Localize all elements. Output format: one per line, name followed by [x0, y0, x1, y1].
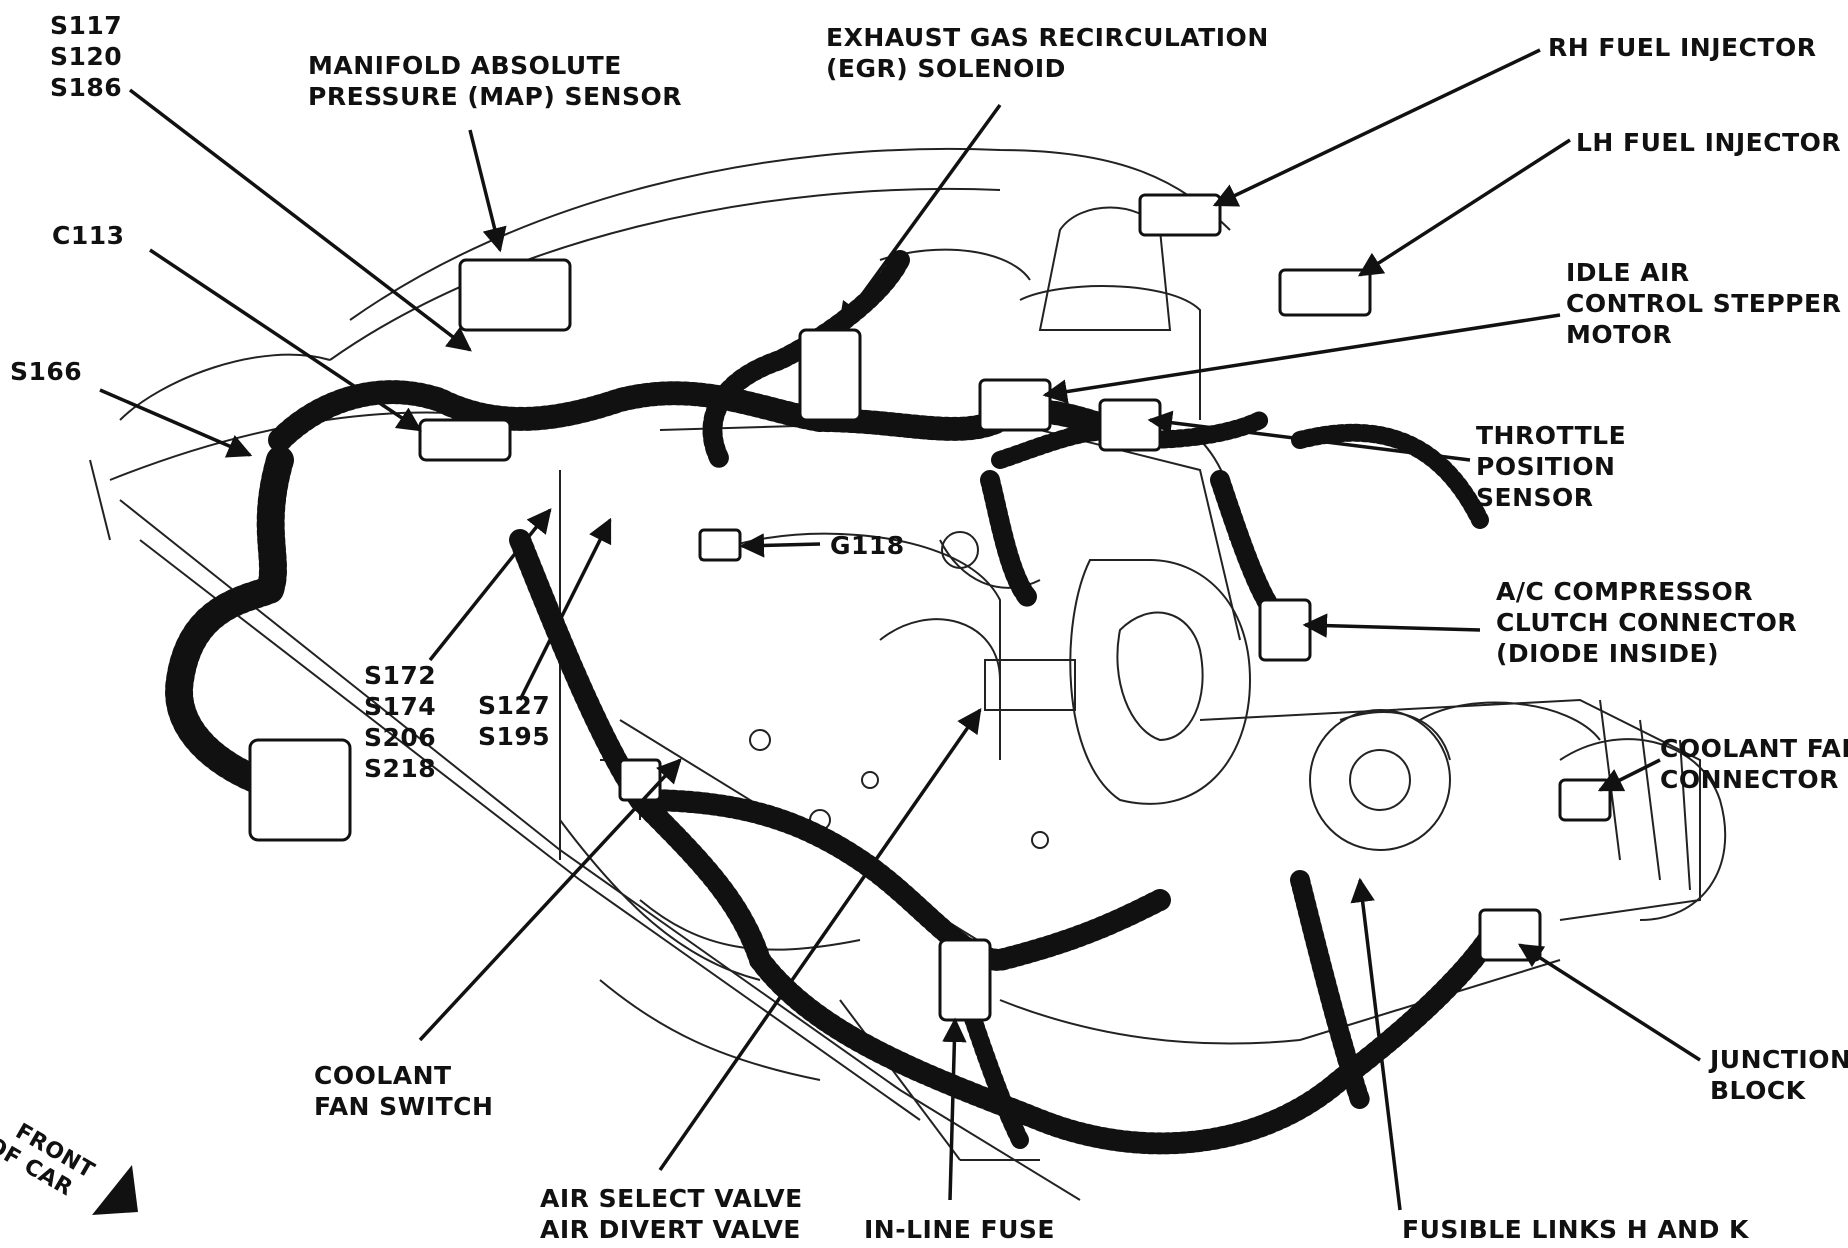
arrow-g118: [739, 533, 821, 558]
fusible-links-label: FUSIBLE LINKS H AND K: [1402, 1215, 1749, 1244]
coolant-fan-connector-label: COOLANT FAN CONNECTOR: [1660, 734, 1848, 794]
leader-lines: [99, 48, 1701, 1211]
g118-label: G118: [830, 531, 905, 560]
large-connector: [248, 738, 352, 842]
c113-label: C113: [52, 221, 125, 250]
iac-label: IDLE AIR CONTROL STEPPER MOTOR: [1566, 258, 1842, 349]
arrow-fusible-links: [1350, 877, 1402, 1211]
map-sensor-label: MANIFOLD ABSOLUTE PRESSURE (MAP) SENSOR: [308, 51, 682, 111]
arrow-coolant-fan-switch: [418, 758, 682, 1042]
arrow-s127: [518, 517, 612, 701]
arrow-lh-injector: [1357, 138, 1571, 277]
arrow-rh-injector: [1212, 48, 1541, 207]
iac-motor-connector: [978, 378, 1052, 432]
c113-connector: [418, 418, 512, 462]
tps-label: THROTTLE POSITION SENSOR: [1476, 421, 1627, 512]
rh-fuel-injector-connector: [1138, 193, 1222, 237]
junction-block-label: JUNCTION BLOCK: [1710, 1045, 1848, 1105]
front-of-car-arrow: [92, 1165, 138, 1215]
inline-fuse-label: IN-LINE FUSE: [864, 1215, 1055, 1244]
g118-ground: [698, 528, 742, 562]
arrow-iac: [1042, 313, 1561, 404]
splices-low-label: S172 S174 S206 S218: [364, 661, 437, 783]
arrow-tps: [1147, 410, 1471, 462]
tps-connector: [1098, 398, 1162, 452]
arrow-s166: [99, 388, 253, 458]
map-sensor: [458, 258, 572, 332]
arrow-c113: [149, 248, 423, 432]
egr-label: EXHAUST GAS RECIRCULATION (EGR) SOLENOID: [826, 23, 1269, 83]
arrow-inline-fuse: [942, 1017, 967, 1201]
coolant-fan-connector: [1558, 778, 1612, 822]
inline-fuse-holder: [938, 938, 992, 1022]
coolant-fan-switch-label: COOLANT FAN SWITCH: [314, 1061, 494, 1121]
arrow-coolant-fan-connector: [1597, 758, 1661, 792]
egr-solenoid: [798, 328, 862, 422]
arrow-map-sensor: [468, 129, 507, 253]
lh-fuel-injector-connector: [1278, 268, 1372, 317]
lh-injector-label: LH FUEL INJECTOR: [1576, 128, 1842, 157]
coolant-fan-switch: [618, 758, 662, 802]
arrow-s172: [428, 508, 552, 662]
arrow-s117: [128, 88, 472, 352]
splices-top-label: S117 S120 S186: [50, 11, 123, 102]
rh-injector-label: RH FUEL INJECTOR: [1548, 33, 1817, 62]
ac-clutch-connector: [1258, 598, 1312, 662]
ac-clutch-label: A/C COMPRESSOR CLUTCH CONNECTOR (DIODE I…: [1496, 577, 1798, 668]
engine-outline: [89, 147, 1727, 1201]
air-valves-label: AIR SELECT VALVE AIR DIVERT VALVE: [540, 1184, 803, 1244]
splices-mid-label: S127 S195: [478, 691, 551, 751]
arrow-air-valves: [658, 707, 982, 1171]
components: [248, 193, 1612, 1022]
s166-label: S166: [10, 357, 83, 386]
arrow-egr: [838, 103, 1002, 327]
arrow-junction-block: [1517, 943, 1701, 1062]
arrow-ac-clutch: [1302, 613, 1481, 638]
